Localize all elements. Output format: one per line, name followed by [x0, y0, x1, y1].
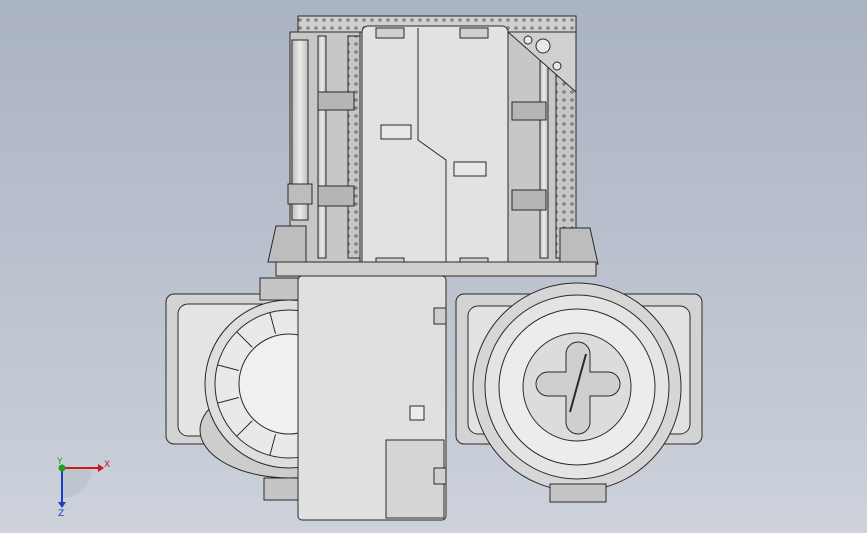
- lower-panel-label: [409, 405, 425, 421]
- x-axis-arrow: [98, 464, 104, 472]
- bottom-crossbar: [275, 261, 597, 277]
- center-lower-panel[interactable]: [297, 275, 447, 521]
- gusset-hole: [552, 61, 562, 71]
- top-frame-assembly[interactable]: [267, 15, 599, 277]
- segment-tick: [269, 312, 277, 334]
- segment-tick: [217, 364, 239, 372]
- left-block: [287, 183, 313, 205]
- center-tab-top: [375, 27, 405, 39]
- right-cover-housing[interactable]: [455, 282, 703, 503]
- y-axis-label: Y: [56, 457, 63, 467]
- gusset-hole: [535, 38, 551, 54]
- cover-handle: [535, 341, 621, 435]
- left-mount: [267, 225, 307, 263]
- cover-handle-slot: [569, 353, 587, 413]
- segment-tick: [236, 331, 253, 348]
- triad-shade: [62, 468, 92, 498]
- left-clamp-upper: [317, 91, 355, 111]
- center-label-left: [380, 124, 412, 140]
- left-cylinder: [291, 39, 309, 221]
- center-label-right: [453, 161, 487, 177]
- cover-bottom-tab: [549, 483, 607, 503]
- segment-tick: [236, 420, 253, 437]
- gusset-plate: [506, 31, 577, 94]
- right-clamp-upper: [511, 101, 547, 121]
- z-axis-arrow: [58, 502, 66, 508]
- left-column-holes: [347, 35, 361, 259]
- lower-panel-tab: [433, 307, 447, 325]
- right-shaft: [539, 59, 549, 259]
- segment-tick: [269, 434, 277, 456]
- right-mount: [559, 227, 599, 265]
- center-tab-top: [459, 27, 489, 39]
- lower-panel-tab: [433, 467, 447, 485]
- y-axis-dot: [58, 464, 66, 472]
- gusset-hole: [523, 35, 533, 45]
- z-axis-label: Z: [58, 509, 64, 519]
- axis-triad: X Y Z: [56, 457, 110, 519]
- center-panel: [361, 25, 509, 271]
- left-clamp-lower: [317, 185, 355, 207]
- right-clamp-lower: [511, 189, 547, 211]
- left-shaft: [317, 35, 327, 259]
- center-panel-fold: [417, 28, 447, 262]
- segment-tick: [217, 396, 239, 404]
- x-axis-label: X: [104, 460, 110, 470]
